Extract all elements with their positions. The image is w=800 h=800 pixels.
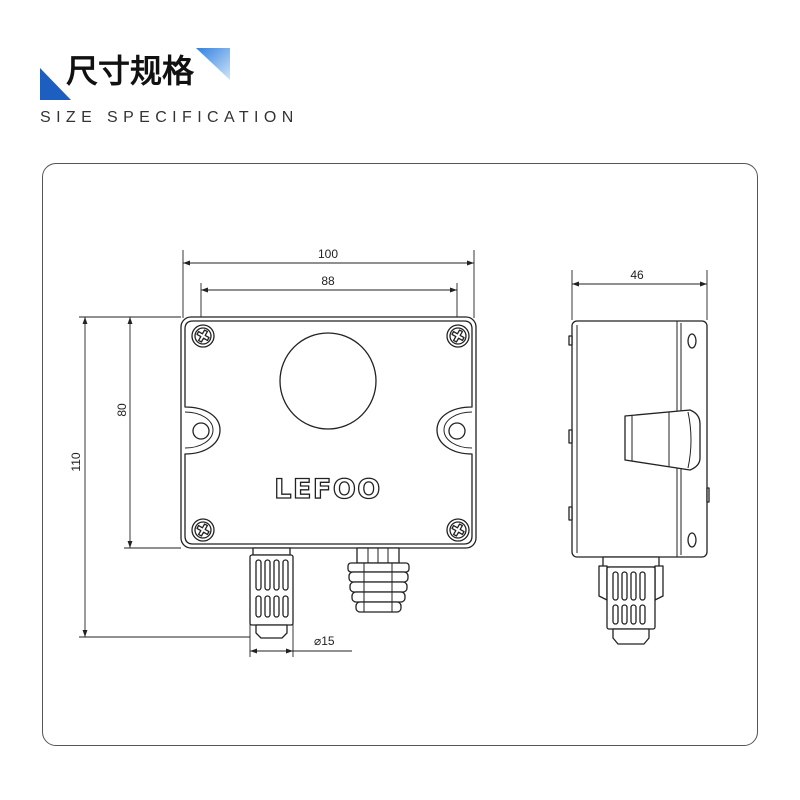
side-view: 46 bbox=[568, 268, 710, 645]
probe-vent-slot bbox=[282, 595, 289, 618]
screw-cross-slot bbox=[196, 329, 210, 343]
ear-outline bbox=[624, 409, 701, 471]
probe-vent-slot bbox=[264, 595, 271, 618]
screw-icon bbox=[446, 518, 470, 542]
probe-vent-slot bbox=[612, 604, 619, 625]
sensor-probe bbox=[249, 547, 294, 639]
probe-vent-slot bbox=[255, 595, 262, 618]
sensor-window bbox=[279, 332, 377, 430]
probe-vent-slot bbox=[273, 595, 280, 618]
header-decoration bbox=[40, 48, 230, 100]
dimension-label: 110 bbox=[69, 452, 83, 471]
screw-icon bbox=[191, 518, 215, 542]
probe-vent-slot bbox=[264, 559, 271, 591]
dimension-label: 88 bbox=[321, 274, 335, 288]
gland-ring bbox=[355, 601, 402, 613]
left-ear-boss bbox=[184, 411, 214, 449]
dimension-overall-height: 110 bbox=[69, 317, 250, 638]
screw-icon bbox=[446, 324, 470, 348]
lid-screws bbox=[191, 324, 470, 542]
header-accent-dark bbox=[40, 68, 71, 100]
dimension-probe-diameter: ⌀15 bbox=[249, 620, 352, 657]
dimension-hole-spacing: 88 bbox=[200, 274, 458, 334]
front-view: 100 88 80 110 ⌀15 bbox=[69, 247, 477, 657]
screw-cross-slot bbox=[451, 329, 465, 343]
side-sensor-probe bbox=[598, 556, 664, 645]
side-notch bbox=[568, 506, 573, 521]
probe-neck bbox=[252, 547, 291, 556]
probe-tip bbox=[255, 624, 288, 639]
probe-vent-slot bbox=[639, 571, 646, 601]
cable-gland bbox=[347, 547, 410, 613]
probe-tip bbox=[612, 628, 650, 645]
page-subtitle: SIZE SPECIFICATION bbox=[40, 109, 299, 126]
dimension-depth: 46 bbox=[571, 268, 708, 320]
side-screw-bottom bbox=[687, 532, 697, 548]
dimension-overall-width: 100 bbox=[182, 247, 475, 318]
enclosure-lid-outline bbox=[184, 320, 473, 545]
dimension-label: 80 bbox=[115, 403, 129, 417]
probe-vent-slot bbox=[282, 559, 289, 591]
probe-clip-right bbox=[654, 565, 664, 601]
gland-ring bbox=[348, 571, 409, 583]
screw-cross-slot bbox=[451, 523, 465, 537]
brand-logo: LEFOO bbox=[274, 474, 382, 505]
gland-ring bbox=[349, 581, 408, 593]
side-notch bbox=[568, 335, 573, 346]
gland-ring bbox=[347, 562, 410, 573]
probe-vent-slot bbox=[612, 571, 619, 601]
probe-vent-slot bbox=[639, 604, 646, 625]
dimension-label: 100 bbox=[318, 247, 338, 261]
screw-cross-slot bbox=[196, 523, 210, 537]
probe-vent-slot bbox=[273, 559, 280, 591]
gland-ring bbox=[351, 591, 406, 603]
dimension-label: ⌀15 bbox=[314, 634, 335, 648]
side-notch bbox=[706, 487, 710, 503]
probe-vent-slot bbox=[621, 604, 628, 625]
probe-vent-slot bbox=[630, 571, 637, 601]
drawing-frame bbox=[42, 163, 758, 746]
side-notch bbox=[568, 429, 573, 444]
left-mounting-hole bbox=[192, 422, 210, 440]
right-mounting-hole bbox=[448, 422, 466, 440]
probe-clip-left bbox=[598, 565, 608, 601]
side-screw-top bbox=[687, 333, 697, 349]
screw-icon bbox=[191, 324, 215, 348]
header-accent-light bbox=[196, 48, 230, 80]
page-title: 尺寸规格 bbox=[66, 52, 195, 90]
right-ear-boss bbox=[443, 411, 473, 449]
probe-vent-slot bbox=[630, 604, 637, 625]
probe-vent-slot bbox=[621, 571, 628, 601]
ear-curve bbox=[687, 411, 692, 469]
dimension-label: 46 bbox=[630, 268, 644, 282]
dimension-body-height: 80 bbox=[79, 316, 181, 549]
probe-vent-slot bbox=[255, 559, 262, 591]
side-mounting-ear bbox=[624, 409, 701, 471]
probe-neck bbox=[602, 556, 660, 568]
